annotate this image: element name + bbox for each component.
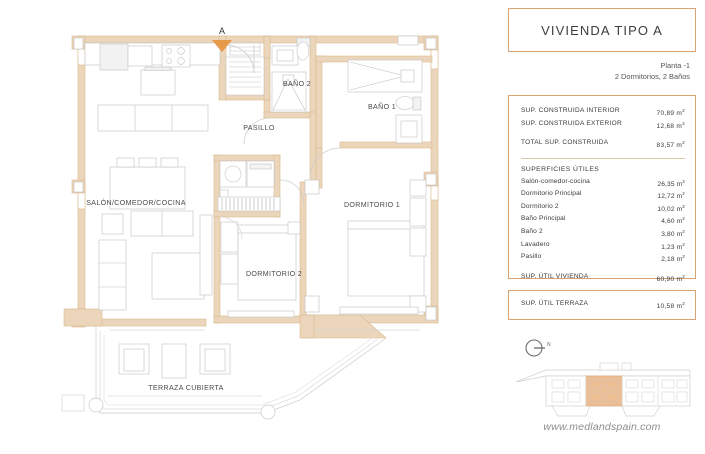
value-useful-2: 10,02 m2	[657, 203, 685, 214]
row-useful-1: Dormitorio Principal 12,72 m2	[521, 189, 685, 202]
door-swings	[219, 44, 341, 240]
value-useful-0: 26,35 m2	[657, 178, 685, 188]
row-useful-3: Baño Principal 4,60 m2	[521, 214, 685, 227]
unit-title-box: VIVIENDA TIPO A	[508, 8, 696, 52]
label-useful-1: Dormitorio Principal	[521, 190, 582, 198]
label-built-interior: SUP. CONSTRUIDA INTERIOR	[521, 107, 620, 114]
floor-plan-drawing: SALÓN/COMEDOR/COCINA PASILLO BAÑO 2 BAÑO…	[61, 26, 439, 420]
value-terrace-total: 10,58 m2	[656, 301, 685, 311]
row-useful-4: Baño 2 3,80 m2	[521, 227, 685, 240]
compass-north-icon: N	[524, 337, 554, 359]
label-useful-0: Salón-comedor-cocina	[521, 177, 590, 185]
value-built-interior: 70,89 m2	[656, 108, 685, 118]
svg-text:N: N	[547, 342, 551, 348]
entrance-marker-label: A	[218, 26, 226, 36]
terrace-area-box: SUP. ÚTIL TERRAZA 10,58 m2	[508, 290, 696, 320]
label-useful-4: Baño 2	[521, 228, 543, 236]
bedroom1-furniture	[339, 179, 427, 315]
row-useful-6: Pasillo 2,18 m2	[521, 252, 685, 265]
living-furniture	[98, 157, 213, 311]
row-useful-0: Salón-comedor-cocina 26,35 m2	[521, 177, 685, 190]
bathroom2-fixtures	[271, 37, 311, 113]
bedroom2-furniture	[220, 221, 301, 318]
label-useful-6: Pasillo	[521, 253, 542, 261]
row-useful-2: Dormitorio 2 10,02 m2	[521, 202, 685, 215]
value-built-total: 83,57 m2	[656, 140, 685, 150]
areas-table-box: SUP. CONSTRUIDA INTERIOR 70,89 m2 SUP. C…	[508, 95, 696, 283]
row-built-interior: SUP. CONSTRUIDA INTERIOR 70,89 m2	[521, 106, 685, 119]
row-useful-5: Lavadero 1,23 m2	[521, 240, 685, 253]
row-terrace-total: SUP. ÚTIL TERRAZA 10,58 m2	[521, 299, 685, 312]
window-frames	[73, 35, 437, 321]
unit-composition: 2 Dormitorios, 2 Baños	[614, 72, 690, 81]
stairs	[225, 42, 265, 96]
page-title: VIVIENDA TIPO A	[541, 22, 663, 38]
unit-subinfo: Planta -1 2 Dormitorios, 2 Baños	[508, 60, 696, 82]
floor-level: Planta -1	[660, 61, 690, 70]
label-built-total: TOTAL SUP. CONSTRUIDA	[521, 139, 609, 147]
terrace	[61, 326, 387, 420]
info-panel: VIVIENDA TIPO A Planta -1 2 Dormitorios,…	[500, 0, 705, 454]
divider-1	[521, 157, 685, 159]
value-useful-3: 4,60 m2	[661, 216, 685, 226]
label-terrace-total: SUP. ÚTIL TERRAZA	[521, 300, 589, 307]
label-useful-total: SUP. ÚTIL VIVIENDA	[521, 272, 589, 280]
building-keyplan-thumbnail	[512, 362, 694, 420]
laundry-fixtures	[217, 160, 281, 212]
website-url: www.medlandspain.com	[543, 421, 661, 433]
value-built-exterior: 12,68 m2	[656, 120, 685, 130]
value-useful-1: 12,72 m2	[657, 191, 685, 201]
value-useful-total: 60,90 m2	[656, 273, 685, 284]
label-built-exterior: SUP. CONSTRUIDA EXTERIOR	[521, 119, 622, 127]
row-built-exterior: SUP. CONSTRUIDA EXTERIOR 12,68 m2	[521, 119, 685, 132]
label-useful-5: Lavadero	[521, 240, 550, 248]
useful-areas-header: SUPERFICIES ÚTILES	[521, 165, 600, 173]
label-useful-2: Dormitorio 2	[521, 202, 559, 210]
row-built-total: TOTAL SUP. CONSTRUIDA 83,57 m2	[521, 138, 685, 151]
entrance-marker-triangle	[212, 40, 232, 52]
label-useful-3: Baño Principal	[521, 215, 566, 223]
bathroom1-fixtures	[347, 59, 423, 144]
value-useful-6: 2,18 m2	[661, 254, 685, 264]
row-useful-total: SUP. ÚTIL VIVIENDA 60,90 m2	[521, 272, 685, 285]
kitchen-fixtures	[84, 42, 221, 132]
value-useful-5: 1,23 m2	[661, 241, 685, 251]
value-useful-4: 3,80 m2	[661, 229, 685, 239]
